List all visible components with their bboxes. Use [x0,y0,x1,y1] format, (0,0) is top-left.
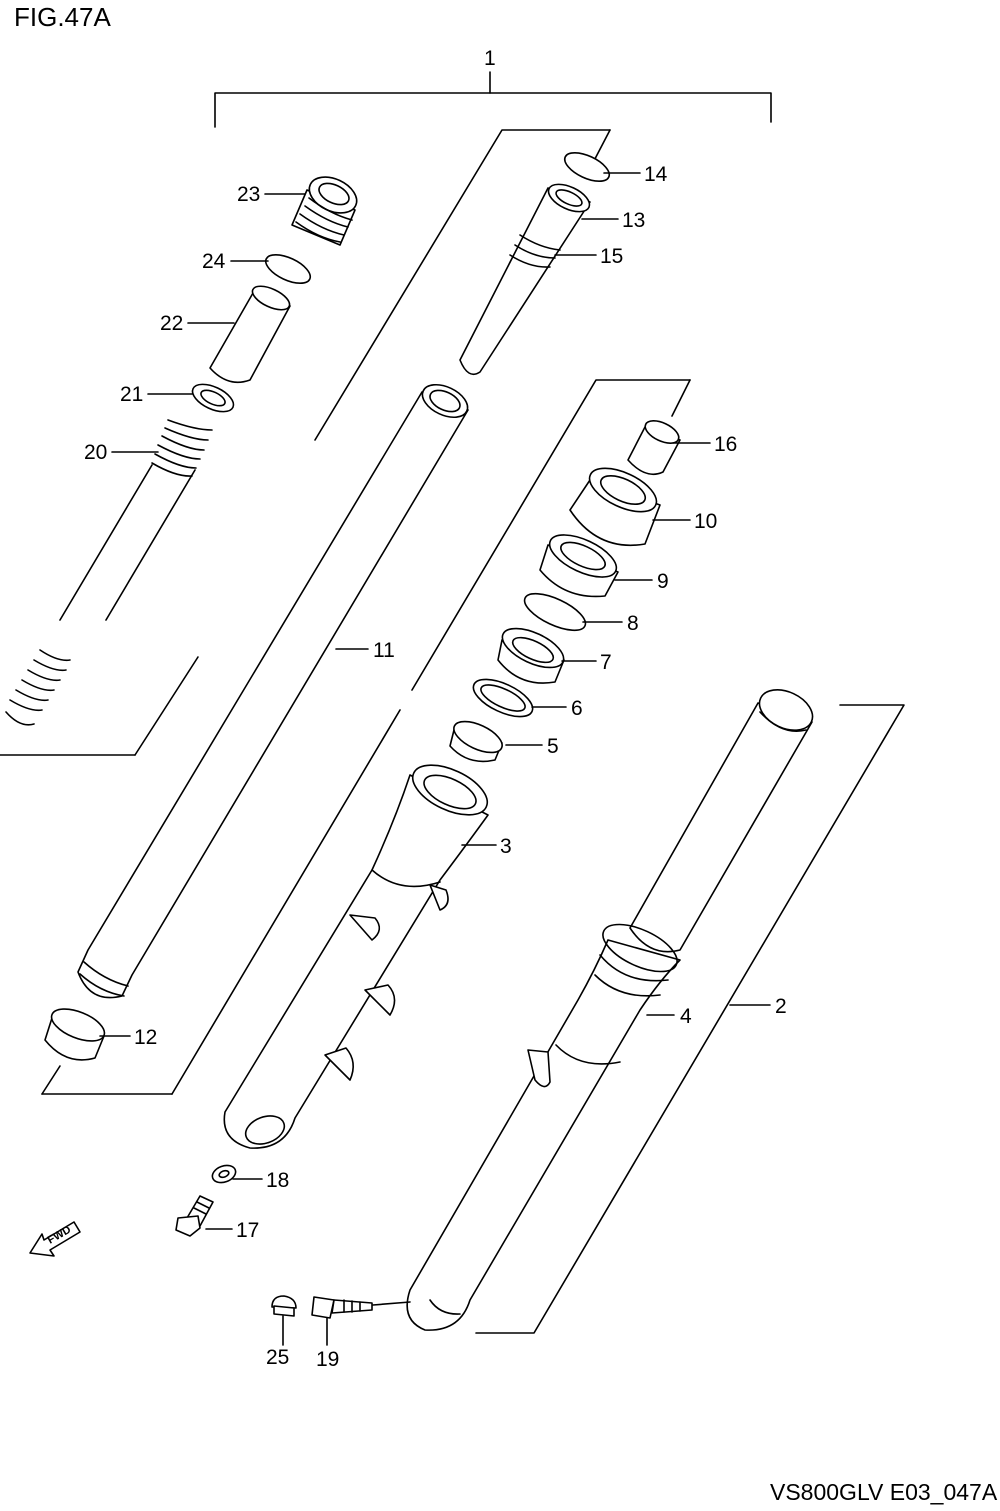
callout-17: 17 [236,1219,259,1242]
callout-21: 21 [120,383,143,406]
callout-9: 9 [657,570,669,593]
part-3-outer-tube [223,764,489,1149]
callout-3: 3 [500,835,512,858]
callout-15: 15 [600,245,623,268]
part-16-oil-lock-piece [627,420,681,476]
callout-6: 6 [571,697,583,720]
callout-24: 24 [202,250,226,273]
callout-16: 16 [714,433,737,456]
figure-code: VS800GLV E03_047A [770,1479,998,1505]
part-12-slide-bushing [44,1008,106,1061]
callout-10: 10 [694,510,717,533]
outline-spring-group [0,129,611,756]
callout-5: 5 [547,735,559,758]
callout-20: 20 [84,441,107,464]
part-23-fork-cap-bolt [291,176,358,246]
callout-4: 4 [680,1005,692,1028]
callout-18: 18 [266,1169,289,1192]
callout-14: 14 [644,163,668,186]
callout-12: 12 [134,1026,157,1049]
callout-7: 7 [600,651,612,674]
part-20-fork-spring [5,419,213,726]
callout-8: 8 [627,612,639,635]
part-14-seal-ring [563,151,611,183]
callout-11: 11 [373,639,395,662]
fwd-arrow-icon: FWD [29,1221,81,1257]
callout-2: 2 [775,995,787,1018]
leader-lines [99,172,771,1346]
callout-1: 1 [484,47,496,70]
part-18-gasket [211,1164,237,1184]
part-9-oil-seal [539,534,619,598]
callout-13: 13 [622,209,645,232]
part-10-dust-seal [569,467,661,546]
outline-fork-leg-2 [475,704,905,1334]
part-8-retaining-ring [523,592,587,632]
part-17-bolt [175,1195,214,1237]
part-25-cap [271,1295,297,1317]
part-22-spacer-tube [209,285,291,384]
part-24-o-ring [264,253,312,285]
part-6-washer [472,678,534,718]
callout-23: 23 [237,183,260,206]
part-2-fork-leg-assembly [406,689,814,1331]
figure-title: FIG.47A [14,2,111,32]
part-19-pinch-bolt [311,1296,373,1319]
callout-19: 19 [316,1348,339,1371]
assembly-bracket [214,71,772,128]
part-11-inner-tube [77,383,469,999]
callout-25: 25 [266,1346,289,1369]
part-5-slide-bushing [449,720,503,763]
part-13-damper-rod [459,183,591,376]
outline-inner-tube-group [41,379,691,1095]
part-15-piston-ring [509,234,561,268]
callout-labels: 1 23 24 22 21 20 14 13 15 16 10 9 8 7 6 … [84,47,787,1371]
part-21-washer [191,383,235,413]
part-7-guide-bushing [497,627,565,684]
callout-22: 22 [160,312,183,335]
